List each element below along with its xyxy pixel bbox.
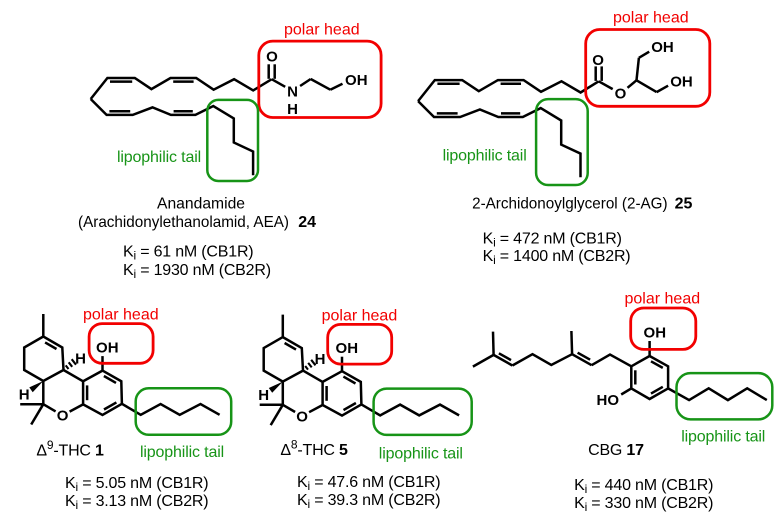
svg-text:polar head: polar head	[625, 291, 701, 308]
svg-text:O: O	[266, 49, 278, 66]
svg-text:Δ9-THC 1: Δ9-THC 1	[36, 438, 104, 460]
svg-text:24: 24	[298, 214, 316, 231]
svg-text:O: O	[592, 52, 604, 69]
svg-text:H: H	[287, 101, 298, 118]
svg-text:OH: OH	[96, 339, 119, 356]
svg-text:Ki = 440 nM (CB1R): Ki = 440 nM (CB1R)	[574, 477, 713, 496]
svg-text:O: O	[615, 86, 627, 103]
svg-text:OH: OH	[651, 39, 674, 56]
svg-text:25: 25	[675, 196, 693, 213]
svg-text:N: N	[287, 83, 298, 100]
svg-text:lipophilic tail: lipophilic tail	[117, 149, 201, 166]
svg-text:H: H	[75, 351, 86, 368]
svg-text:OH: OH	[644, 324, 667, 341]
svg-text:Ki = 1400 nM (CB2R): Ki = 1400 nM (CB2R)	[483, 248, 631, 267]
svg-text:polar head: polar head	[322, 308, 398, 325]
svg-text:CBG 17: CBG 17	[588, 442, 644, 459]
svg-text:2-Archidonoylglycerol (2-AG): 2-Archidonoylglycerol (2-AG)	[472, 196, 667, 213]
svg-text:OH: OH	[345, 72, 368, 89]
svg-text:Ki = 5.05 nM (CB1R): Ki = 5.05 nM (CB1R)	[65, 475, 208, 494]
svg-text:(Arachidonylethanolamid, AEA): (Arachidonylethanolamid, AEA)	[78, 214, 289, 231]
svg-text:H: H	[19, 387, 30, 404]
svg-text:lipophilic tail: lipophilic tail	[379, 446, 463, 463]
svg-text:lipophilic tail: lipophilic tail	[140, 444, 224, 461]
svg-text:Ki = 47.6 nM (CB1R): Ki = 47.6 nM (CB1R)	[297, 474, 440, 493]
svg-text:H: H	[315, 351, 326, 368]
svg-text:polar head: polar head	[613, 10, 689, 27]
svg-text:Ki = 39.3 nM (CB2R): Ki = 39.3 nM (CB2R)	[297, 492, 440, 511]
svg-text:Ki = 1930 nM (CB2R): Ki = 1930 nM (CB2R)	[123, 262, 271, 281]
svg-text:OH: OH	[670, 73, 693, 90]
svg-text:polar head: polar head	[83, 307, 159, 324]
svg-text:O: O	[57, 408, 69, 425]
svg-text:lipophilic tail: lipophilic tail	[681, 428, 765, 445]
svg-text:O: O	[296, 408, 308, 425]
svg-text:Ki = 330 nM (CB2R): Ki = 330 nM (CB2R)	[574, 495, 713, 514]
svg-text:lipophilic tail: lipophilic tail	[443, 147, 527, 164]
svg-text:Δ8-THC 5: Δ8-THC 5	[280, 438, 348, 460]
svg-text:HO: HO	[597, 392, 620, 409]
svg-text:H: H	[258, 387, 269, 404]
svg-text:Ki = 3.13 nM (CB2R): Ki = 3.13 nM (CB2R)	[65, 493, 208, 512]
svg-text:Ki = 61 nM (CB1R): Ki = 61 nM (CB1R)	[123, 244, 253, 263]
svg-text:Anandamide: Anandamide	[157, 196, 245, 213]
svg-text:Ki = 472 nM (CB1R): Ki = 472 nM (CB1R)	[483, 230, 622, 249]
svg-text:polar head: polar head	[284, 22, 360, 39]
svg-text:OH: OH	[336, 340, 359, 357]
